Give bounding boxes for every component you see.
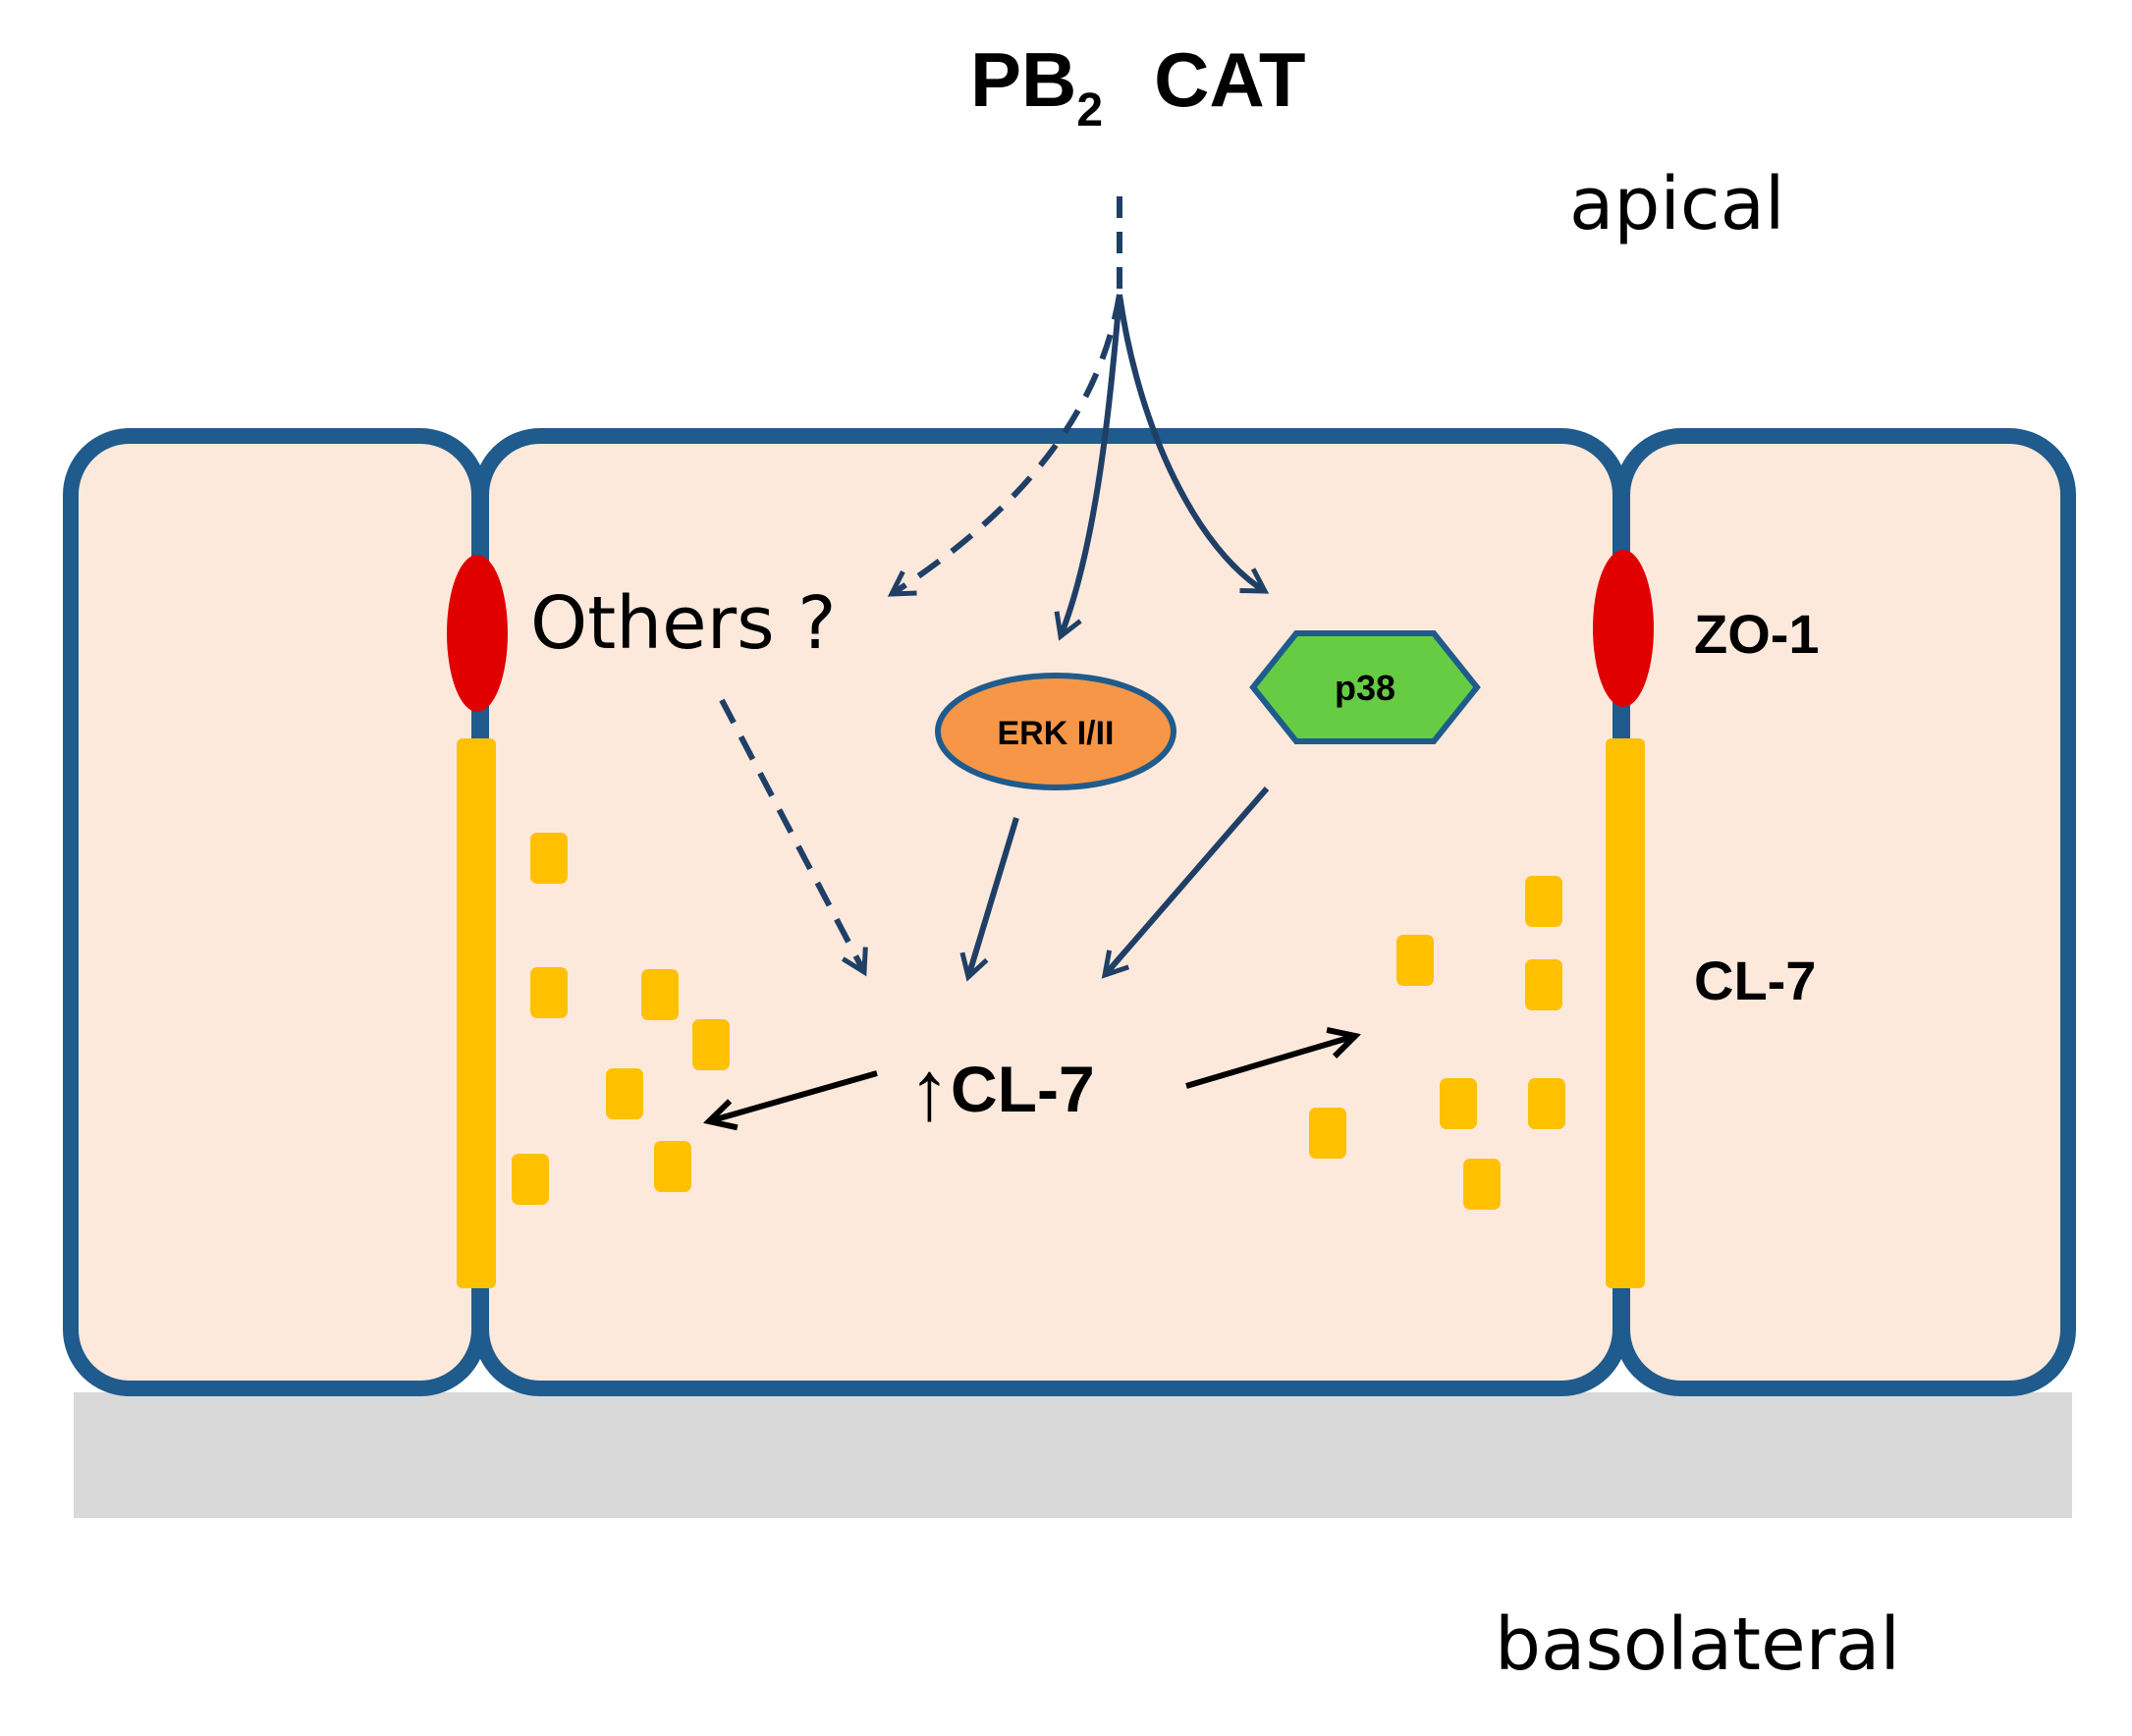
claudin-vesicle [1463, 1159, 1501, 1210]
left-cell [63, 428, 487, 1396]
stimulus-second: CAT [1154, 36, 1306, 123]
arrow-to-others [892, 294, 1122, 594]
right-claudin-vesicles [1309, 876, 1565, 1210]
left-zo1-marker [447, 555, 508, 712]
center-cell [473, 428, 1628, 1396]
p38-node [1249, 630, 1481, 744]
arrow-to-erk [1061, 294, 1122, 636]
erk-label: ERK I/II [997, 715, 1114, 752]
apical-label: apical [1569, 162, 1784, 246]
stimulus-main: PB [970, 36, 1076, 123]
stimulus-label: PB2 CAT [970, 36, 1306, 136]
left-claudin-membrane [457, 738, 496, 1288]
others-label: Others ? [530, 581, 836, 666]
claudin-vesicle [692, 1019, 730, 1070]
erk-node [935, 673, 1176, 790]
right-cell [1614, 428, 2076, 1396]
claudin-vesicle [641, 969, 679, 1020]
claudin-vesicle [1309, 1108, 1346, 1159]
claudin-vesicle [530, 833, 568, 884]
claudin-vesicle [1528, 1078, 1565, 1129]
p38-label: p38 [1335, 668, 1395, 708]
arrow-others-to-cl7 [719, 698, 864, 972]
substrate [74, 1392, 2072, 1518]
claudin-vesicle [1525, 876, 1562, 927]
arrow-cl7-to-left [709, 1070, 878, 1121]
stimulus-subscript: 2 [1076, 84, 1103, 136]
arrow-erk-to-cl7 [968, 817, 1019, 977]
cl7-membrane-label: CL-7 [1694, 949, 1816, 1011]
cl7-increase-arrow: ↑ [908, 1044, 951, 1138]
claudin-vesicle [606, 1068, 643, 1119]
claudin-vesicle [1525, 959, 1562, 1010]
zo1-label: ZO-1 [1694, 603, 1820, 665]
claudin-vesicle [654, 1141, 691, 1192]
claudin-vesicle [1396, 935, 1434, 986]
claudin-vesicle [1440, 1078, 1477, 1129]
claudin-vesicle [530, 967, 568, 1018]
arrow-to-p38 [1117, 294, 1265, 591]
right-claudin-membrane [1606, 738, 1645, 1288]
claudin-vesicle [512, 1154, 549, 1205]
left-claudin-vesicles [512, 833, 730, 1205]
cl7-increase-label: CL-7 [951, 1053, 1095, 1125]
arrow-p38-to-cl7 [1105, 787, 1270, 975]
right-zo1-marker [1593, 550, 1654, 707]
basolateral-label: basolateral [1495, 1602, 1900, 1687]
arrow-cl7-to-right [1185, 1036, 1355, 1089]
